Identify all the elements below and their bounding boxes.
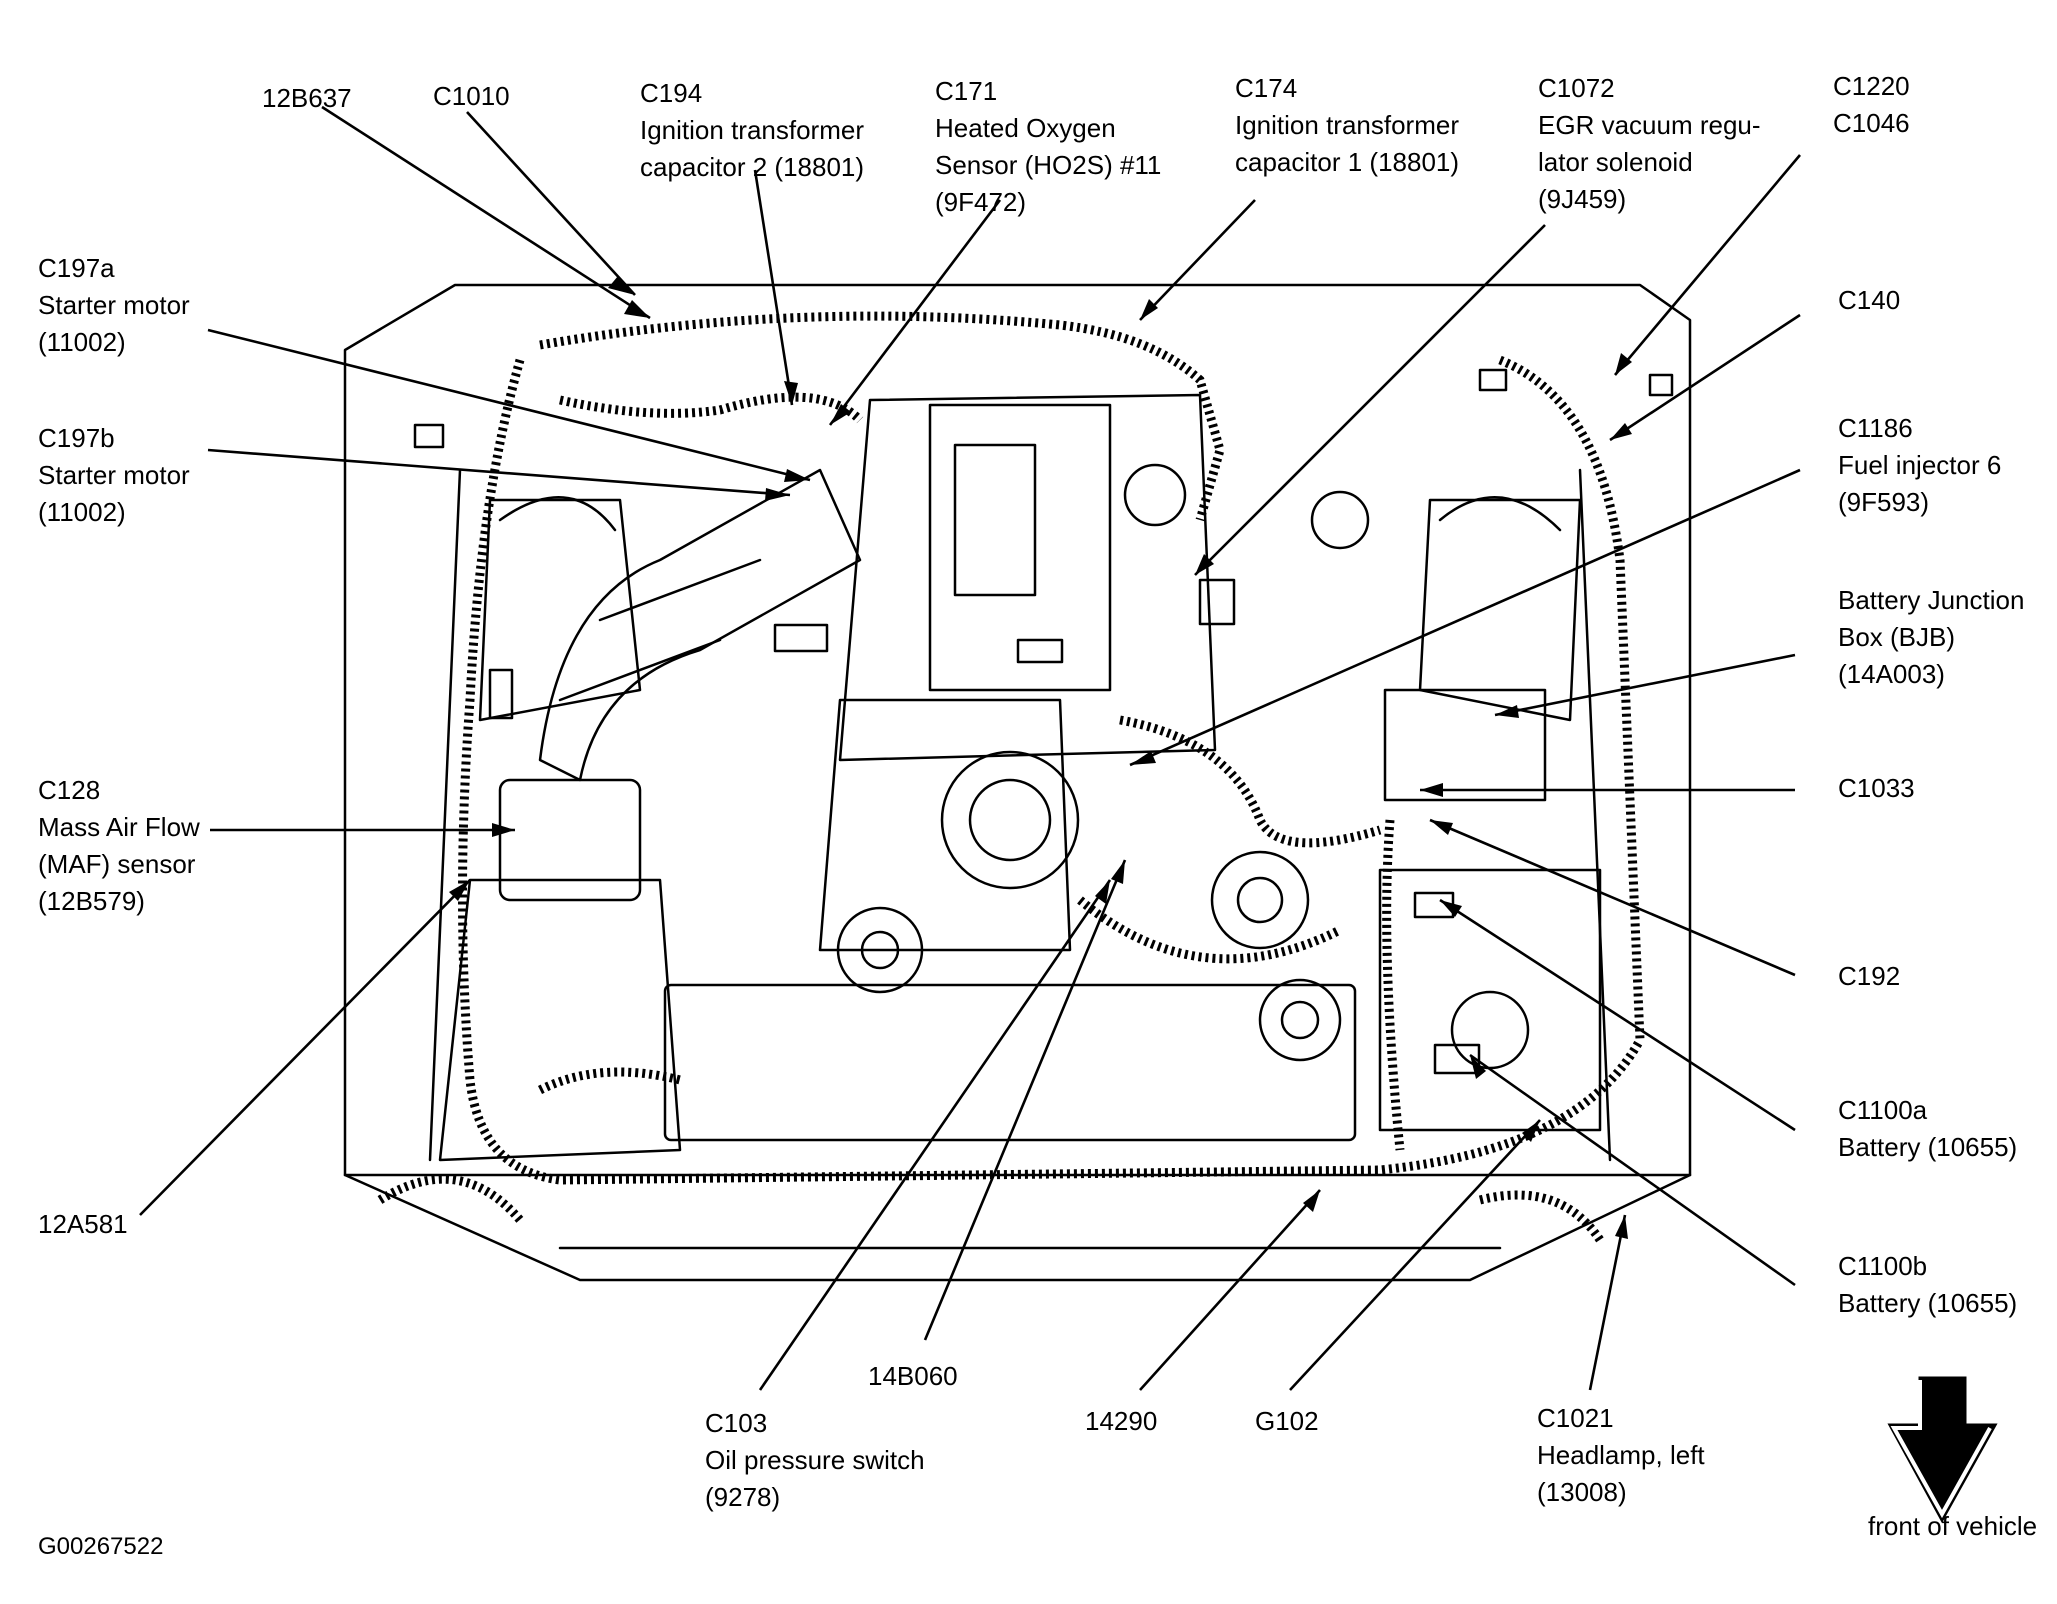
leader-arrowheads xyxy=(449,276,1632,1239)
pulley-crank xyxy=(836,906,924,994)
label-14b060: 14B060 xyxy=(868,1361,958,1391)
label-c1021: C1021 Headlamp, left (13008) xyxy=(1537,1403,1705,1507)
figure-id: G00267522 xyxy=(38,1533,164,1560)
front-arrow-icon xyxy=(1887,1376,1998,1524)
pulley-ps xyxy=(1258,978,1342,1062)
body-outline xyxy=(343,283,1692,1177)
label-c1100b: C1100b Battery (10655) xyxy=(1838,1251,2018,1318)
leader-lines xyxy=(139,105,1801,1391)
label-12b637: 12B637 xyxy=(262,83,352,113)
label-c174: C174 Ignition transformer capacitor 1 (1… xyxy=(1235,73,1460,177)
air-cleaner-box xyxy=(438,878,682,1162)
engine-front xyxy=(818,698,1072,952)
label-c128: C128 Mass Air Flow (MAF) sensor (12B579) xyxy=(38,775,200,916)
label-c171: C171 Heated Oxygen Sensor (HO2S) #11 (9F… xyxy=(935,76,1162,217)
front-of-vehicle-label: front of vehicle xyxy=(1868,1511,2038,1541)
label-g102: G102 xyxy=(1255,1406,1319,1436)
label-c197a: C197a Starter motor (11002) xyxy=(38,253,190,357)
battery-junction-box xyxy=(1383,688,1547,802)
pulley-main xyxy=(940,750,1080,890)
label-12a581: 12A581 xyxy=(38,1209,128,1239)
air-intake-tube xyxy=(538,468,862,782)
battery xyxy=(1378,868,1602,1132)
label-c1100a: C1100a Battery (10655) xyxy=(1838,1095,2018,1162)
label-c1220-c1046: C1220 C1046 xyxy=(1833,71,1910,138)
label-14290: 14290 xyxy=(1085,1406,1158,1436)
label-battery-junction-box: Battery Junction Box (BJB) (14A003) xyxy=(1838,585,2025,689)
label-c197b: C197b Starter motor (11002) xyxy=(38,423,190,527)
wiring-harness xyxy=(377,311,1645,1243)
label-c140: C140 xyxy=(1838,285,1901,315)
label-c103: C103 Oil pressure switch (9278) xyxy=(705,1408,925,1512)
label-c194: C194 Ignition transformer capacitor 2 (1… xyxy=(640,78,865,182)
radiator-panel xyxy=(663,983,1357,1142)
label-c1072: C1072 EGR vacuum regu- lator solenoid (9… xyxy=(1538,73,1761,214)
intake-plenum xyxy=(928,403,1112,692)
bumper-outline xyxy=(343,1173,1692,1282)
label-c1186: C1186 Fuel injector 6 (9F593) xyxy=(1838,413,2002,517)
label-c192: C192 xyxy=(1838,961,1901,991)
maf-housing xyxy=(498,778,642,902)
label-c1010: C1010 xyxy=(433,81,510,111)
label-c1033: C1033 xyxy=(1838,773,1915,803)
pulley-alt xyxy=(1210,850,1310,950)
